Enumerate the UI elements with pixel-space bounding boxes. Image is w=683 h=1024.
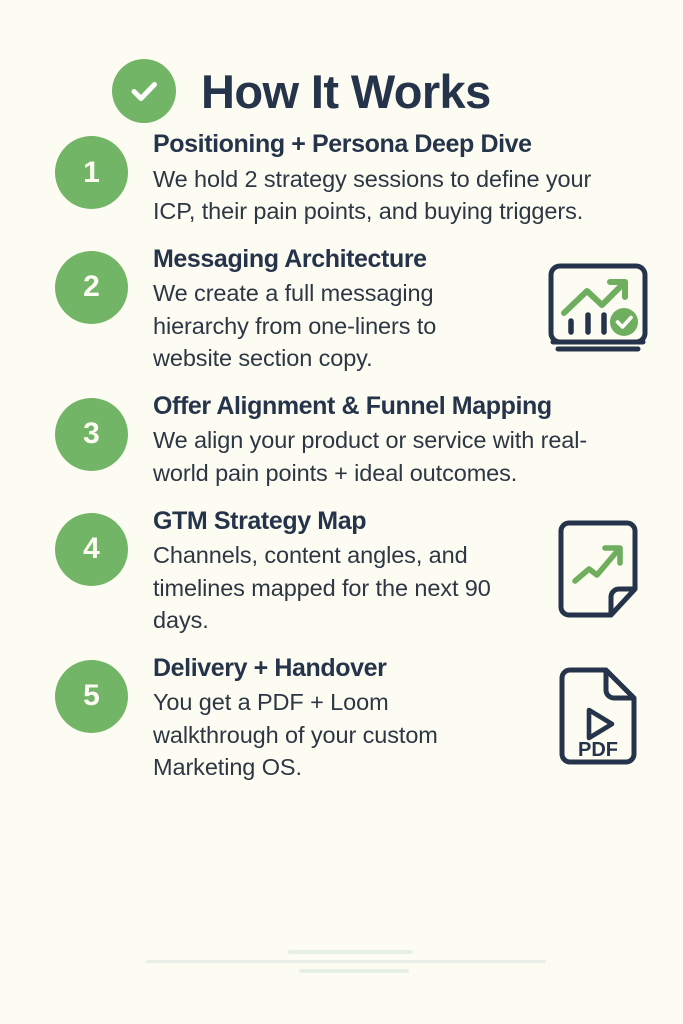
step-number-badge: 4	[55, 512, 128, 586]
pdf-icon-label: PDF	[578, 739, 618, 761]
decorative-line-middle	[146, 960, 546, 963]
decorative-lines	[0, 950, 683, 990]
decorative-line-bottom	[299, 969, 409, 973]
page-title: How It Works	[201, 64, 491, 118]
step-title: GTM Strategy Map	[153, 506, 367, 535]
step-description: We align your product or service with re…	[153, 427, 588, 486]
step-number-badge: 5	[55, 659, 128, 733]
step-content: GTM Strategy Map Channels, content angle…	[153, 507, 543, 636]
document-trend-arrow-icon	[557, 519, 639, 623]
pdf-play-file-icon: PDF	[558, 666, 638, 770]
step-content: Delivery + Handover You get a PDF + Loom…	[153, 654, 543, 783]
step-icon-slot	[543, 519, 653, 623]
step-description: You get a PDF + Loom walkthrough of your…	[153, 689, 438, 780]
step-content: Offer Alignment & Funnel Mapping We alig…	[153, 392, 653, 489]
step-number-badge: 3	[55, 397, 128, 471]
step-description: We create a full messaging hierarchy fro…	[153, 280, 437, 371]
check-circle-icon	[112, 59, 176, 123]
header: How It Works	[0, 0, 683, 130]
step-number-badge: 1	[55, 136, 128, 209]
step-item-3: 3 Offer Alignment & Funnel Mapping We al…	[55, 392, 653, 489]
step-title: Delivery + Handover	[153, 653, 387, 682]
step-item-1: 1 Positioning + Persona Deep Dive We hol…	[55, 130, 653, 227]
step-number-badge: 2	[55, 250, 128, 324]
step-description: We hold 2 strategy sessions to define yo…	[153, 165, 592, 224]
steps-list: 1 Positioning + Persona Deep Dive We hol…	[0, 130, 683, 783]
step-content: Positioning + Persona Deep Dive We hold …	[153, 130, 653, 227]
step-title: Positioning + Persona Deep Dive	[153, 130, 532, 158]
step-icon-slot	[543, 261, 653, 357]
step-content: Messaging Architecture We create a full …	[153, 245, 543, 374]
step-title: Offer Alignment & Funnel Mapping	[153, 391, 552, 420]
step-title: Messaging Architecture	[153, 244, 427, 273]
step-description: Channels, content angles, and timelines …	[153, 542, 491, 633]
decorative-line-top	[288, 950, 413, 954]
step-item-2: 2 Messaging Architecture We create a ful…	[55, 245, 653, 374]
step-item-4: 4 GTM Strategy Map Channels, content ang…	[55, 507, 653, 636]
step-item-5: 5 Delivery + Handover You get a PDF + Lo…	[55, 654, 653, 783]
step-icon-slot: PDF	[543, 666, 653, 770]
chart-growth-verified-icon	[546, 261, 650, 357]
